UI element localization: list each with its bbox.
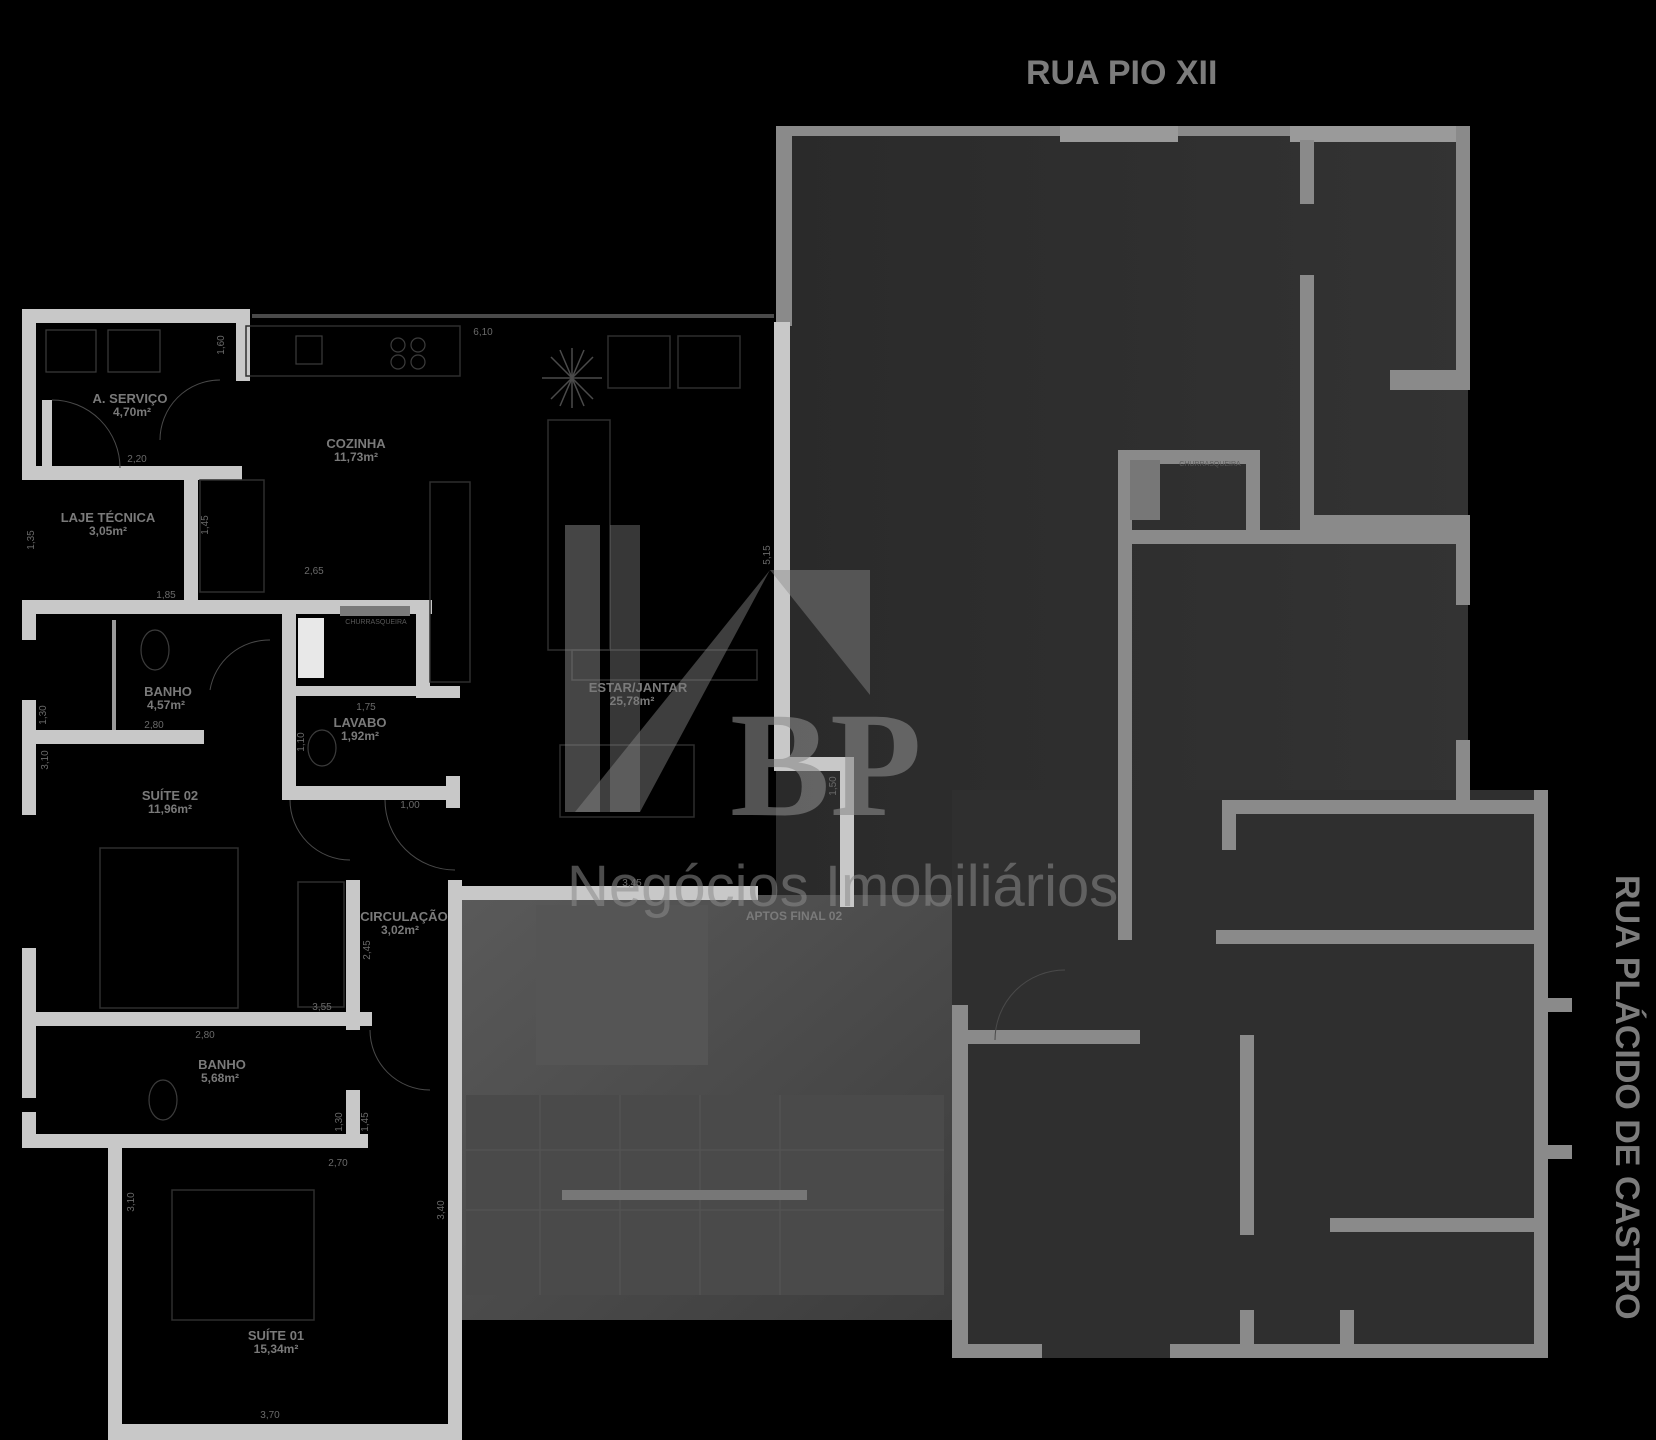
dimension-610: 6,10 bbox=[473, 327, 493, 338]
dimension-175: 1,75 bbox=[356, 702, 376, 713]
logo-letters: BP bbox=[730, 682, 922, 848]
dimension-145b: 1,45 bbox=[360, 1112, 371, 1132]
room-area-circulacao: 3,02m² bbox=[381, 923, 419, 937]
room-label-lavabo: LAVABO bbox=[334, 715, 387, 730]
room-labels: A. SERVIÇO 4,70m² COZINHA 11,73m² LAJE T… bbox=[61, 391, 688, 1356]
room-label-servico: A. SERVIÇO bbox=[93, 391, 168, 406]
dimension-340: 3,40 bbox=[436, 1200, 447, 1220]
dimension-labels: 6,10 1,60 2,20 1,35 1,45 1,85 2,65 5,15 … bbox=[26, 327, 839, 1421]
room-area-laje: 3,05m² bbox=[89, 524, 127, 538]
dimension-100: 1,00 bbox=[400, 800, 420, 811]
room-area-banho1: 4,57m² bbox=[147, 698, 185, 712]
apartment-walls bbox=[22, 309, 854, 1440]
street-right: RUA PLÁCIDO DE CASTRO bbox=[1608, 875, 1646, 1320]
dimension-515: 5,15 bbox=[762, 545, 773, 565]
dimension-265: 2,65 bbox=[304, 566, 324, 577]
room-area-suite02: 11,96m² bbox=[148, 802, 192, 816]
label-churrasqueira-neighbor: CHURRASQUEIRA bbox=[1179, 461, 1241, 468]
logo-tagline: Negócios Imobiliários bbox=[567, 854, 1118, 919]
street-top: RUA PIO XII bbox=[1026, 54, 1217, 92]
room-label-estar: ESTAR/JANTAR bbox=[589, 680, 688, 695]
room-area-cozinha: 11,73m² bbox=[334, 450, 378, 464]
room-label-banho2: BANHO bbox=[198, 1057, 246, 1072]
dimension-310a: 3,10 bbox=[40, 750, 51, 770]
label-churrasqueira: CHURRASQUEIRA bbox=[345, 619, 407, 626]
door-swings bbox=[51, 379, 1066, 1091]
room-area-banho2: 5,68m² bbox=[201, 1071, 239, 1085]
room-label-laje: LAJE TÉCNICA bbox=[61, 510, 156, 525]
furniture bbox=[45, 325, 758, 1321]
logo-watermark: BP Negócios Imobiliários bbox=[565, 525, 1118, 919]
room-label-cozinha: COZINHA bbox=[326, 436, 386, 451]
dimension-280b: 2,80 bbox=[195, 1030, 215, 1041]
dimension-220: 2,20 bbox=[127, 454, 147, 465]
room-label-suite01: SUÍTE 01 bbox=[248, 1328, 304, 1343]
room-label-banho1: BANHO bbox=[144, 684, 192, 699]
dimension-245: 2,45 bbox=[362, 940, 373, 960]
dimension-130a: 1,30 bbox=[38, 705, 49, 725]
dimension-270: 2,70 bbox=[328, 1158, 348, 1169]
dimension-150: 1,50 bbox=[828, 776, 839, 796]
dimension-355: 3,55 bbox=[312, 1002, 332, 1013]
dimension-135: 1,35 bbox=[26, 530, 37, 550]
dimension-160: 1,60 bbox=[216, 335, 227, 355]
apartment-label: APTOS FINAL 02 bbox=[746, 909, 843, 923]
neighbor-walls bbox=[776, 126, 1572, 1358]
dimension-145a: 1,45 bbox=[200, 515, 211, 535]
dimension-370: 3,70 bbox=[260, 1410, 280, 1421]
room-label-suite02: SUÍTE 02 bbox=[142, 788, 198, 803]
dimension-130b: 1,30 bbox=[334, 1112, 345, 1132]
dimension-310b: 3,10 bbox=[126, 1192, 137, 1212]
dimension-185: 1,85 bbox=[156, 590, 176, 601]
room-area-servico: 4,70m² bbox=[113, 405, 151, 419]
plant-icon bbox=[542, 348, 602, 408]
dimension-110: 1,10 bbox=[296, 732, 307, 752]
room-area-estar: 25,78m² bbox=[610, 694, 655, 708]
room-area-lavabo: 1,92m² bbox=[341, 729, 379, 743]
room-label-circulacao: CIRCULAÇÃO bbox=[360, 909, 447, 924]
dimension-280a: 2,80 bbox=[144, 720, 164, 731]
dimension-345: 3,45 bbox=[622, 878, 642, 889]
room-area-suite01: 15,34m² bbox=[254, 1342, 299, 1356]
